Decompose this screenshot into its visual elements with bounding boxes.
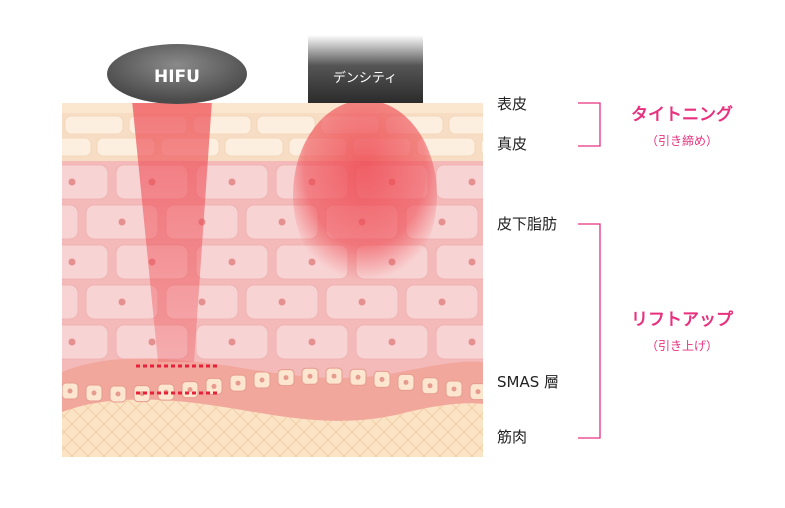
smas-cell-nucleus [211, 383, 217, 389]
smas-cell-nucleus [235, 380, 241, 386]
fat-cell [62, 164, 109, 200]
hifu-label: HIFU [154, 67, 200, 87]
density-label: デンシティ [333, 70, 397, 86]
lift-up-bracket [578, 223, 601, 439]
fat-cell-nucleus [278, 298, 286, 306]
smas-cell-nucleus [427, 383, 433, 389]
label-smas: SMAS 層 [497, 373, 560, 391]
fat-cell [62, 204, 79, 240]
smas-layer [62, 358, 483, 421]
fat-cell [62, 284, 79, 320]
fat-cell-nucleus [118, 218, 126, 226]
effect-tightening-subtitle: （引き締め） [645, 134, 718, 148]
hifu-probe [107, 44, 247, 104]
density-probe [308, 35, 423, 103]
effect-lift-up-subtitle: （引き上げ） [645, 339, 718, 353]
fat-cell [486, 285, 558, 319]
fat-cell-nucleus [228, 178, 236, 186]
smas-cell-nucleus [67, 388, 73, 394]
smas-cell-nucleus [91, 390, 97, 396]
fat-cell [435, 244, 483, 280]
fat-cells [39, 164, 558, 360]
label-muscle: 筋肉 [497, 428, 528, 446]
fat-cell-nucleus [198, 298, 206, 306]
smas-cell-nucleus [355, 374, 361, 380]
fat-cell [62, 324, 109, 360]
smas-cell-nucleus [331, 373, 337, 379]
hifu-energy-beam [132, 103, 212, 362]
fat-cell [62, 244, 109, 280]
label-subcutaneous-fat: 皮下脂肪 [497, 215, 558, 233]
smas-cells [62, 367, 483, 403]
smas-cell-nucleus [187, 387, 193, 393]
label-epidermis: 表皮 [497, 95, 528, 113]
dermis-tile [62, 137, 92, 157]
fat-cell-nucleus [438, 298, 446, 306]
smas-cell-nucleus [475, 389, 481, 395]
dermis-tile [64, 115, 124, 135]
fat-cell-nucleus [148, 338, 156, 346]
fat-cell-nucleus [278, 218, 286, 226]
fat-cell-nucleus [39, 219, 46, 226]
fat-cell [435, 324, 483, 360]
fat-cell-nucleus [358, 298, 366, 306]
smas-cell-nucleus [403, 379, 409, 385]
fat-cell-nucleus [468, 258, 476, 266]
effect-lift-up-title: リフトアップ [631, 310, 733, 330]
smas-cell-nucleus [115, 391, 121, 397]
tightening-bracket [578, 102, 601, 147]
dermis-tile [448, 115, 483, 135]
fat-cell-nucleus [39, 299, 46, 306]
dermis-tile [224, 137, 284, 157]
fat-cell-nucleus [388, 338, 396, 346]
fat-cell-nucleus [468, 178, 476, 186]
smas-cell-nucleus [451, 386, 457, 392]
fat-cell-nucleus [438, 218, 446, 226]
smas-cell-nucleus [379, 376, 385, 382]
density-energy-zone [293, 103, 437, 290]
smas-cell-nucleus [307, 373, 313, 379]
label-dermis: 真皮 [497, 135, 528, 153]
fat-cell-nucleus [308, 338, 316, 346]
epidermis-layer [62, 103, 483, 113]
smas-cell-nucleus [259, 377, 265, 383]
fat-cell-nucleus [228, 338, 236, 346]
dermis-tile [256, 115, 316, 135]
fat-cell-nucleus [68, 338, 76, 346]
fat-cell-nucleus [68, 258, 76, 266]
smas-cell-nucleus [283, 375, 289, 381]
fat-cell-nucleus [118, 298, 126, 306]
fat-cell-nucleus [68, 178, 76, 186]
effect-tightening-title: タイトニング [631, 105, 733, 125]
fat-cell-nucleus [468, 338, 476, 346]
fat-cell-nucleus [228, 258, 236, 266]
fat-cell-nucleus [519, 299, 526, 306]
dermis-tile [480, 138, 483, 156]
